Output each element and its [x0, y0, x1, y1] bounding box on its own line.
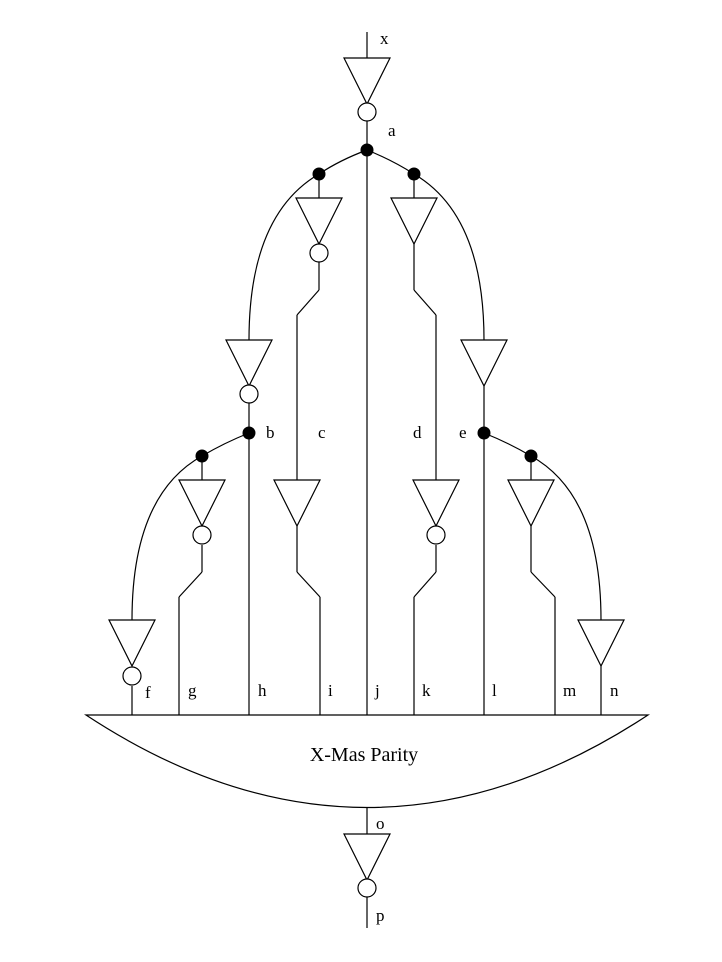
- label-x: x: [380, 29, 389, 48]
- label-b: b: [266, 423, 275, 442]
- signal-labels: x a b c d e f g h i j k l m n o p: [145, 29, 619, 925]
- label-o: o: [376, 814, 385, 833]
- wire-to-f-arc: [131, 455, 203, 621]
- junctions: [195, 143, 538, 463]
- gates: [108, 57, 625, 898]
- inverter-bubble: [309, 243, 329, 263]
- wire-c-2: [296, 289, 320, 316]
- inverter-b: [225, 339, 273, 388]
- inverter-top: [343, 57, 391, 106]
- label-e: e: [459, 423, 467, 442]
- inverter-bubble: [239, 384, 259, 404]
- wire-i-2: [296, 571, 321, 598]
- label-h: h: [258, 681, 267, 700]
- wire-b-left-arc: [201, 432, 250, 457]
- label-m: m: [563, 681, 576, 700]
- label-a: a: [388, 121, 396, 140]
- wire-e-right-arc: [483, 432, 532, 457]
- label-n: n: [610, 681, 619, 700]
- inverter-bubble: [357, 102, 377, 122]
- inverter-bubble: [357, 878, 377, 898]
- wire-d-2: [413, 289, 437, 316]
- buffer-n: [577, 619, 625, 668]
- inverter-bubble: [122, 666, 142, 686]
- junction-dot: [312, 167, 326, 181]
- label-l: l: [492, 681, 497, 700]
- junction-dot: [477, 426, 491, 440]
- parity-block-title: X-Mas Parity: [310, 744, 418, 766]
- label-c: c: [318, 423, 326, 442]
- label-g: g: [188, 681, 197, 700]
- inverter-k: [412, 479, 460, 528]
- junction-dot: [360, 143, 374, 157]
- inverter-f: [108, 619, 156, 668]
- buffer-e: [460, 339, 508, 388]
- label-j: j: [374, 681, 380, 700]
- inverter-c: [295, 197, 343, 246]
- wire-a-left-arc: [318, 149, 368, 175]
- parity-block: [83, 714, 651, 809]
- wire-m-2: [530, 571, 556, 598]
- inverter-bubble: [426, 525, 446, 545]
- junction-dot: [242, 426, 256, 440]
- buffer-m: [507, 479, 555, 528]
- wire-a-right-arc: [366, 149, 415, 175]
- wire-to-n-arc: [530, 455, 602, 621]
- label-i: i: [328, 681, 333, 700]
- wires: [131, 32, 602, 928]
- wire-g-2: [178, 571, 203, 598]
- label-k: k: [422, 681, 431, 700]
- junction-dot: [524, 449, 538, 463]
- buffer-i: [273, 479, 321, 528]
- inverter-bottom: [343, 833, 391, 882]
- wire-k-2: [413, 571, 437, 598]
- junction-dot: [195, 449, 209, 463]
- label-d: d: [413, 423, 422, 442]
- label-p: p: [376, 906, 385, 925]
- buffer-d: [390, 197, 438, 246]
- inverter-bubble: [192, 525, 212, 545]
- label-f: f: [145, 683, 151, 702]
- wire-to-e-arc: [413, 173, 485, 341]
- wire-to-b-arc: [248, 173, 320, 341]
- junction-dot: [407, 167, 421, 181]
- inverter-g: [178, 479, 226, 528]
